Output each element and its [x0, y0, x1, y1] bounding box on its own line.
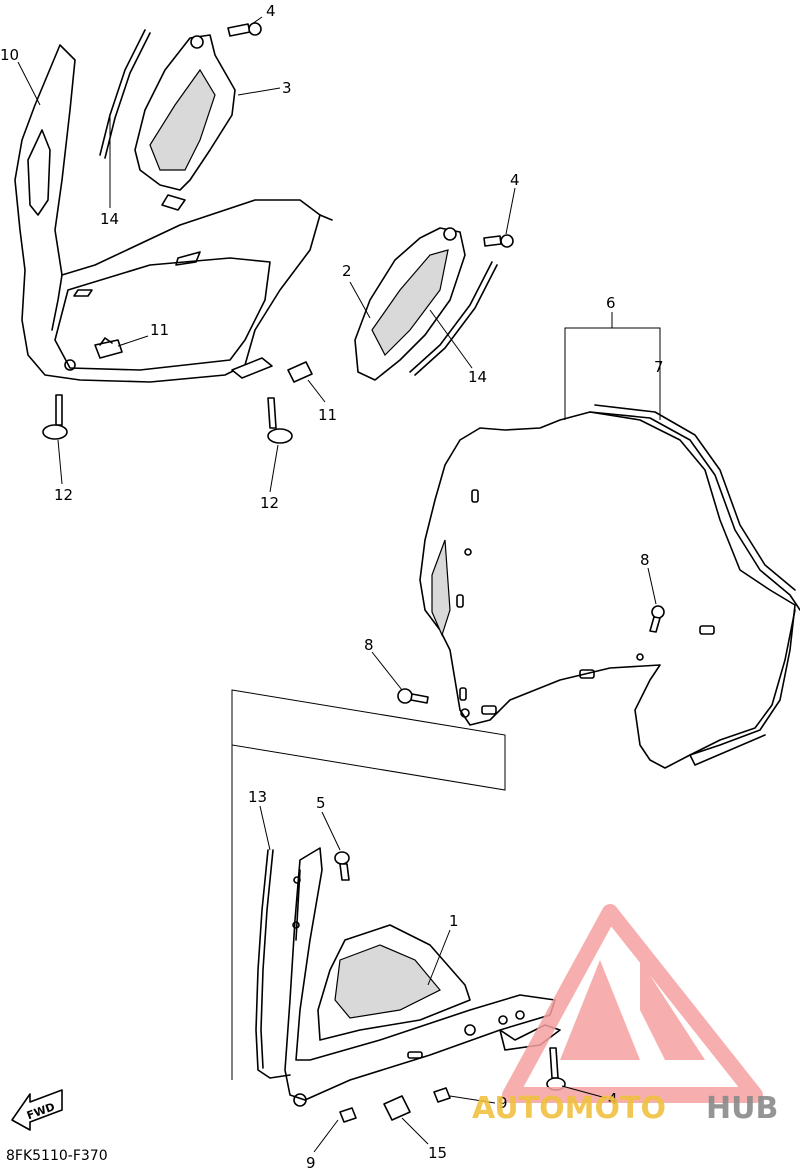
- callout-9: 9: [306, 1154, 316, 1168]
- callout-4: 4: [266, 2, 276, 20]
- nut-part: [287, 361, 313, 383]
- trim-strip-part: [255, 849, 291, 1079]
- bolt-part: [42, 394, 68, 440]
- callout-9: 9: [498, 1094, 508, 1112]
- front-cowling-part: [14, 44, 333, 383]
- callout-5: 5: [316, 794, 326, 812]
- diagram-code: 8FK5110-F370: [6, 1148, 108, 1164]
- nut-part: [383, 1095, 411, 1121]
- callout-4: 4: [608, 1090, 618, 1108]
- screw-part: [483, 234, 514, 248]
- callout-15: 15: [428, 1144, 447, 1162]
- watermark-logo: [502, 904, 763, 1103]
- assembly-frame: [231, 689, 506, 1080]
- screw-part: [397, 688, 429, 704]
- callout-11: 11: [318, 406, 337, 424]
- windshield-part: [419, 404, 800, 769]
- callout-14: 14: [100, 210, 119, 228]
- watermark-brand-part2: HUB: [706, 1091, 778, 1126]
- cowling-stay-part: [284, 847, 561, 1107]
- collar-part: [433, 1087, 451, 1103]
- callout-4: 4: [510, 171, 520, 189]
- bolt-part: [267, 397, 293, 444]
- screw-part: [227, 22, 262, 37]
- trim-strip-part: [409, 261, 498, 376]
- inner-panel-part: [134, 34, 236, 211]
- callout-12: 12: [54, 486, 73, 504]
- callout-2: 2: [342, 262, 352, 280]
- callout-6: 6: [606, 294, 616, 312]
- forward-direction-arrow: FWD: [11, 1089, 63, 1131]
- watermark-brand-part1: AUTOMOTO: [472, 1091, 666, 1126]
- callout-14: 14: [468, 368, 487, 386]
- callout-1: 1: [449, 912, 459, 930]
- callout-12: 12: [260, 494, 279, 512]
- bracket-part: [231, 357, 273, 379]
- callout-3: 3: [282, 79, 292, 97]
- screw-part: [649, 605, 665, 633]
- collar-part: [339, 1107, 357, 1123]
- watermark-text: AUTOMOTO HUB: [472, 1091, 778, 1126]
- side-panel-part: [354, 227, 466, 381]
- callout-7: 7: [654, 358, 664, 376]
- callout-8: 8: [364, 636, 374, 654]
- callout-8: 8: [640, 551, 650, 569]
- nut-part: [94, 337, 123, 359]
- leader-lines: [17, 16, 661, 1153]
- callout-10: 10: [0, 46, 19, 64]
- callout-13: 13: [248, 788, 267, 806]
- bolt-part: [334, 851, 350, 881]
- callout-11: 11: [150, 321, 169, 339]
- callout-labels: 10 4 3 14 4 2 14 11 11 12 12 6 7 8 8 13 …: [0, 2, 664, 1168]
